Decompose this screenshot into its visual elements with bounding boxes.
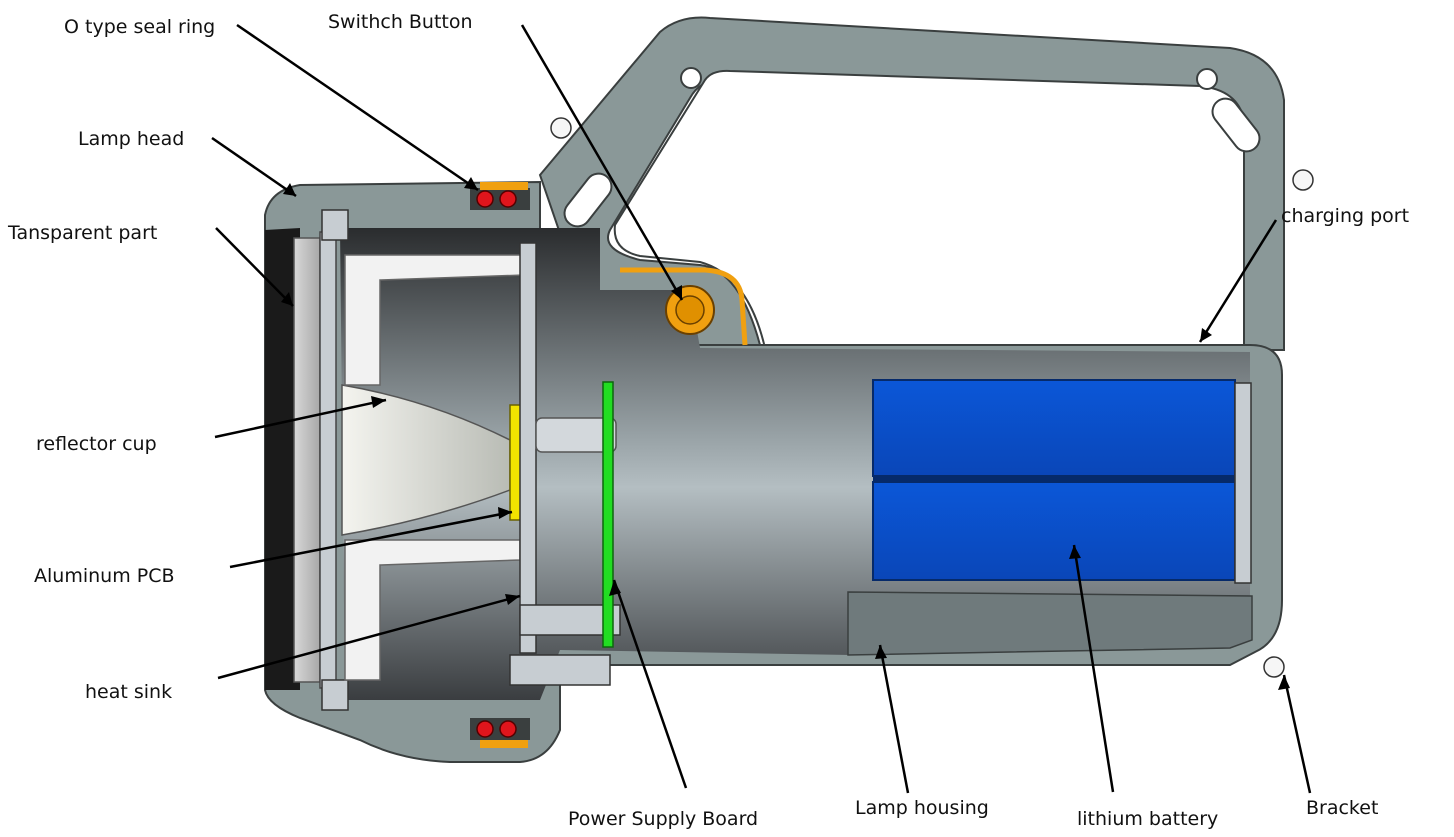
arrowhead: [283, 183, 296, 196]
leader-bracket: [1282, 674, 1312, 794]
arrowhead: [281, 292, 293, 306]
arrowhead: [505, 594, 520, 605]
arrowhead: [875, 645, 887, 659]
switch-button: [665, 285, 715, 335]
label-power-supply-board: Power Supply Board: [568, 808, 758, 830]
arrowhead: [464, 177, 478, 190]
label-lamp-head: Lamp head: [78, 128, 184, 150]
thread-bottom: [321, 679, 349, 711]
transparent-lens: [293, 237, 321, 683]
switch-spring: [620, 267, 748, 346]
label-heat-sink: heat sink: [85, 681, 172, 703]
label-o-ring: O type seal ring: [64, 16, 215, 38]
leader-power-board: [612, 579, 688, 789]
lamp-head-ring: [265, 228, 300, 690]
leader-housing: [878, 644, 910, 794]
thread-top: [321, 209, 349, 241]
bracket-pin: [1292, 169, 1314, 191]
lens-retainer: [319, 231, 337, 689]
arrowhead: [1069, 545, 1081, 559]
battery-cell-top: [872, 379, 1236, 477]
bracket-pin: [1263, 656, 1285, 678]
interior-cavity: [340, 228, 1250, 700]
handle-hole: [680, 67, 702, 89]
leader-transparent: [215, 227, 294, 307]
leader-pcb: [229, 510, 513, 569]
screw: [509, 654, 611, 686]
arrowhead: [371, 396, 386, 408]
label-aluminum-pcb: Aluminum PCB: [34, 565, 175, 587]
o-ring-seals-top: [470, 182, 530, 210]
leader-lamp-head: [211, 136, 297, 198]
arrowhead: [1278, 675, 1290, 690]
lithium-battery-pack: [872, 379, 1252, 584]
label-switch-button: Swithch Button: [328, 11, 473, 33]
arrowhead: [671, 285, 682, 300]
leader-reflector: [214, 398, 387, 439]
leader-lines: [211, 23, 1312, 794]
label-lamp-housing: Lamp housing: [855, 797, 989, 819]
battery-end-cap: [1234, 382, 1252, 584]
leader-charging: [1198, 219, 1278, 343]
leader-arrowheads: [281, 177, 1290, 690]
label-transparent-part: Tansparent part: [7, 222, 157, 244]
leader-heat-sink: [217, 594, 521, 680]
heat-sink: [519, 242, 537, 654]
handle-hole: [1196, 68, 1218, 90]
power-supply-board: [602, 381, 614, 648]
label-bracket: Bracket: [1306, 797, 1378, 819]
lower-channel: [847, 591, 1253, 656]
arrowhead: [609, 580, 621, 596]
arrowhead: [1200, 328, 1212, 342]
arrowhead: [498, 507, 512, 519]
heat-sink-post: [535, 417, 617, 453]
battery-separator: [873, 476, 1235, 482]
bracket-pin: [550, 117, 572, 139]
o-ring-seals-bottom: [470, 718, 530, 748]
label-lithium-battery: lithium battery: [1077, 808, 1218, 830]
battery-cell-bottom: [872, 481, 1236, 581]
leader-switch: [520, 24, 684, 301]
handle-slot: [1211, 97, 1261, 153]
label-charging-port: charging port: [1281, 205, 1409, 227]
leader-battery: [1072, 544, 1115, 793]
handle-slot: [563, 172, 613, 228]
label-reflector-cup: reflector cup: [36, 433, 157, 455]
leader-o-ring: [236, 23, 479, 192]
